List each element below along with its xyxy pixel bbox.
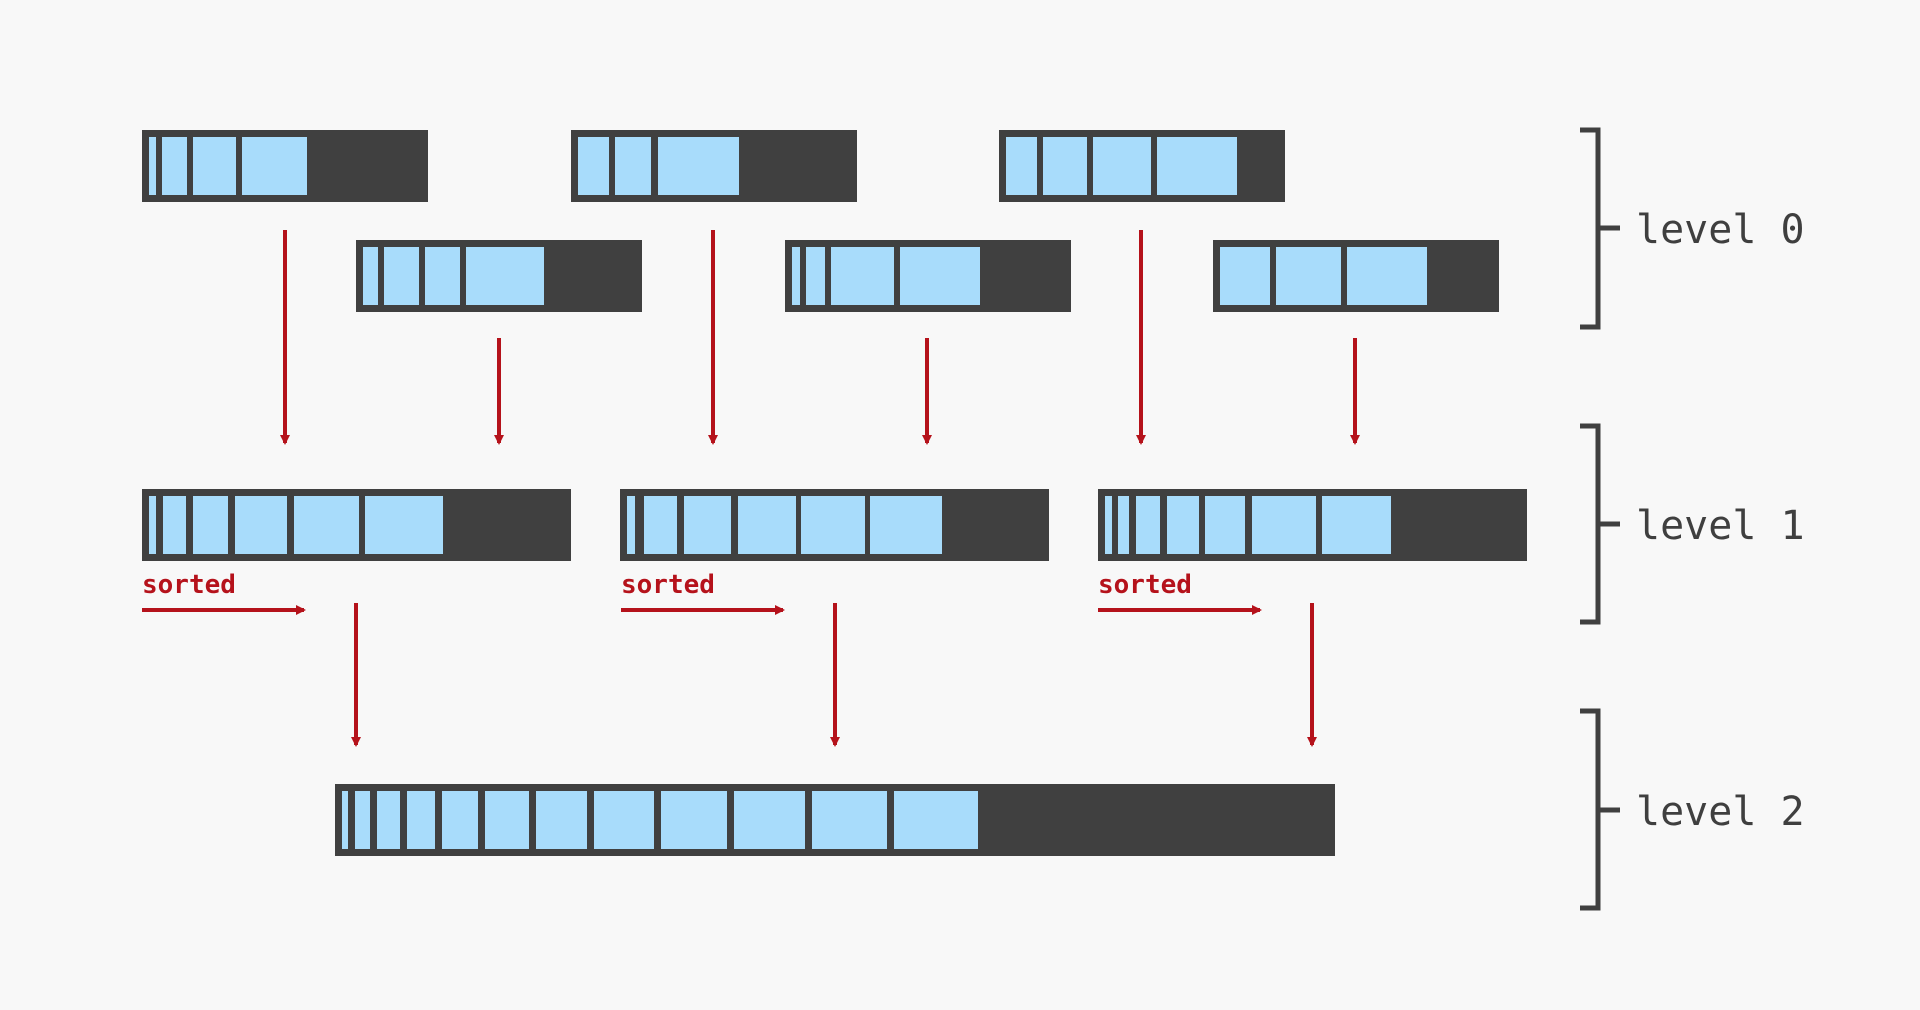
level-0-block-5 — [999, 130, 1285, 202]
sorted-label-3: sorted — [1098, 570, 1192, 600]
level-0-block-3 — [571, 130, 857, 202]
level-0-block-1 — [142, 130, 428, 202]
level-1-block-1 — [142, 489, 571, 561]
level-1-label: level 1 — [1636, 503, 1805, 549]
level-0-block-4 — [785, 240, 1071, 312]
level-0-bracket — [1580, 127, 1620, 330]
level-2-block — [335, 784, 1335, 856]
level-0-block-6 — [1213, 240, 1499, 312]
level-0-block-2 — [356, 240, 642, 312]
level-1-bracket — [1580, 423, 1620, 625]
level-2-label: level 2 — [1636, 789, 1805, 835]
level-1-block-3 — [1098, 489, 1527, 561]
level-0-label: level 0 — [1636, 207, 1805, 253]
sorted-label-1: sorted — [142, 570, 236, 600]
sorted-label-2: sorted — [621, 570, 715, 600]
level-1-block-2 — [620, 489, 1049, 561]
level-2-bracket — [1580, 708, 1620, 911]
